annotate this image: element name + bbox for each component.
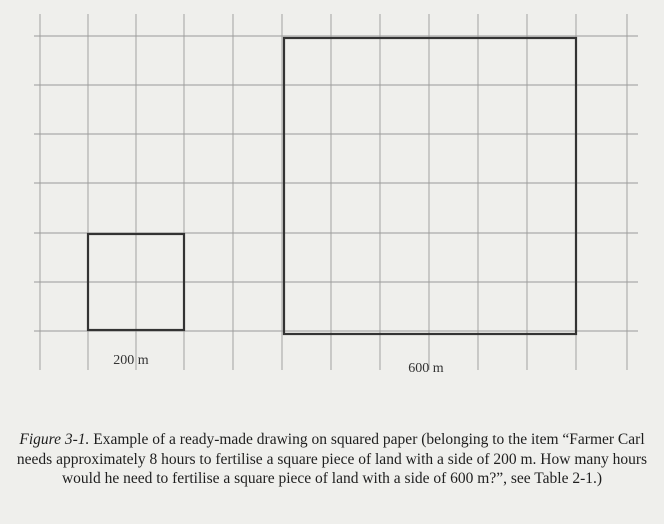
grid-lines [34, 14, 638, 370]
figure-number: Figure 3-1. [19, 431, 90, 448]
small-square [86, 232, 186, 332]
figure-caption: Figure 3-1. Example of a ready-made draw… [0, 430, 664, 489]
large-square-dimension-label: 600 m [408, 361, 444, 376]
caption-text: Example of a ready-made drawing on squar… [16, 431, 648, 487]
small-square-dimension-label: 200 m [113, 353, 149, 368]
large-square [282, 36, 578, 336]
squared-paper-figure: 200 m 600 m [34, 14, 638, 376]
